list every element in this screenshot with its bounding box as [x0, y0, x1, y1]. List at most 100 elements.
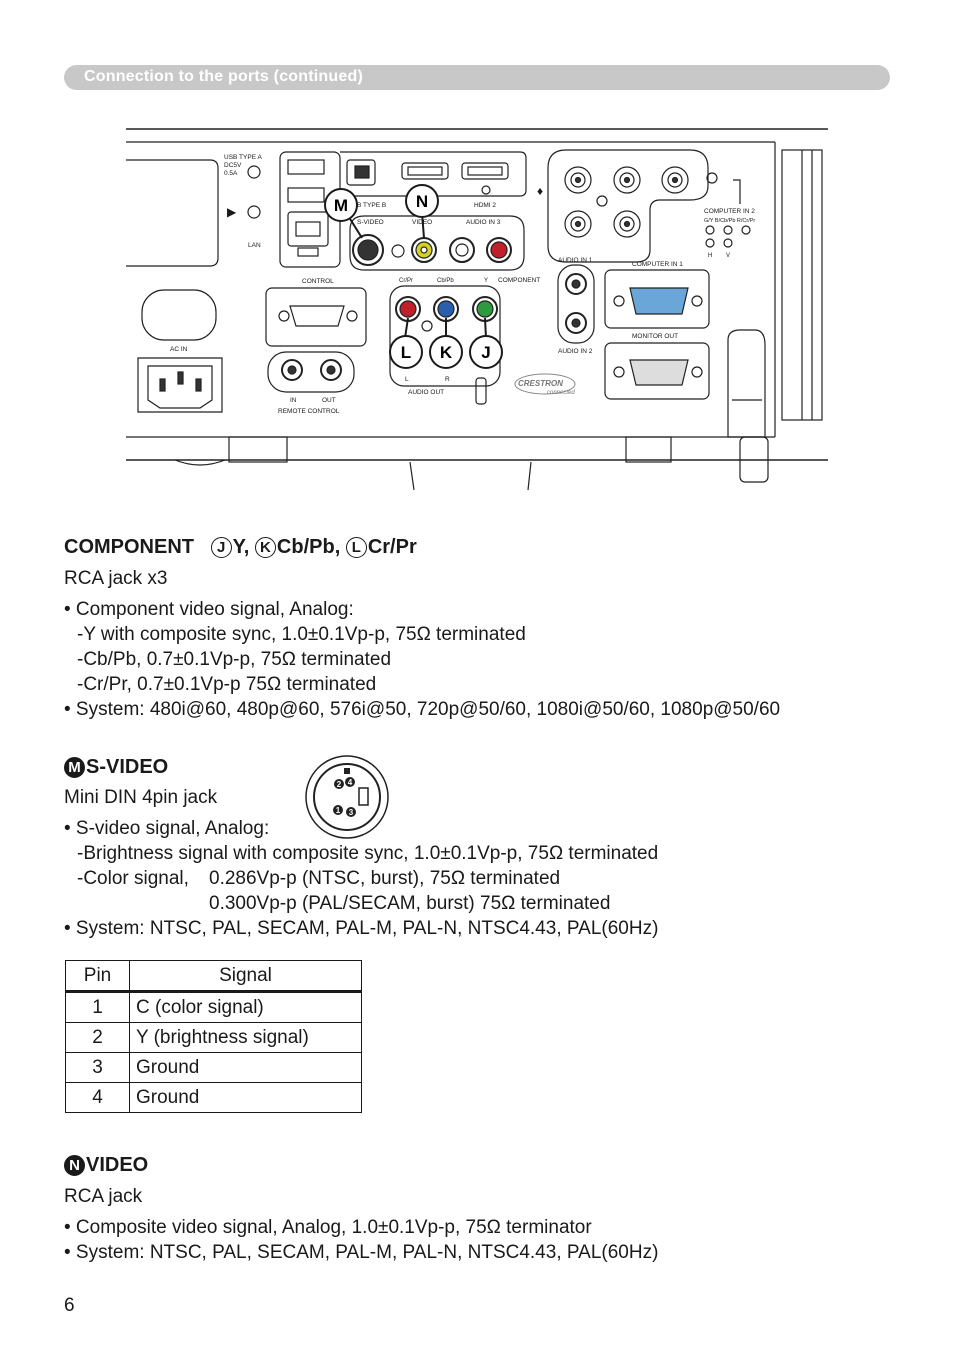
table-cell-pin: 1 [65, 991, 130, 1023]
component-jack-type: RCA jack x3 [64, 568, 168, 589]
y-jack [476, 300, 494, 318]
usb-a-power-label: DC5V [224, 162, 242, 169]
y-label: Y [484, 278, 488, 284]
table-cell-signal: Ground [129, 1082, 362, 1113]
m-letter-badge: M [64, 757, 85, 778]
j-text: Y, [232, 536, 250, 558]
n-letter-badge: N [64, 1155, 85, 1176]
audio-out-r-label: R [445, 376, 450, 383]
audio-in2-label: AUDIO IN 2 [558, 348, 593, 355]
table-row: 1 C (color signal) [65, 991, 362, 1023]
component-line: • System: 480i@60, 480p@60, 576i@50, 720… [64, 699, 781, 720]
table-cell-pin: 3 [65, 1052, 130, 1083]
svideo-title: S-VIDEO [86, 756, 169, 778]
svg-text:N: N [416, 192, 428, 211]
svg-text:CRESTRON: CRESTRON [518, 379, 563, 388]
svg-text:J: J [481, 343, 490, 362]
video-jack-type: RCA jack [64, 1186, 143, 1207]
pin-4-label: 4 [348, 778, 353, 787]
table-row: 4 Ground [65, 1082, 362, 1113]
page-number: 6 [64, 1295, 75, 1316]
section-header-title: Connection to the ports (continued) [84, 68, 363, 85]
audio-out-label: AUDIO OUT [408, 389, 444, 396]
table-cell-pin: 2 [65, 1022, 130, 1053]
svg-text:K: K [440, 343, 453, 362]
table-header-row: Pin Signal [65, 960, 362, 993]
ac-in-label: AC IN [170, 346, 188, 353]
pin-3-label: 3 [349, 808, 354, 817]
play-arrow-icon: ▶ [227, 205, 237, 219]
usb-a-label: USB TYPE A [224, 154, 262, 161]
rear-panel-diagram: USB TYPE A DC5V 0.5A ▶ LAN USB TYPE B HD… [126, 128, 828, 491]
v-label: V [726, 253, 730, 259]
table-header-pin: Pin [65, 960, 130, 993]
component-line: -Y with composite sync, 1.0±0.1Vp-p, 75Ω… [77, 624, 526, 645]
svg-text:connected: connected [547, 390, 575, 396]
remote-control-label: REMOTE CONTROL [278, 408, 340, 415]
cr-pr-jack [399, 300, 417, 318]
cb-pb-label: Cb/Pb [437, 278, 454, 284]
j-letter-badge: J [210, 537, 232, 558]
mini-din-pin-diagram: 1 2 3 4 [305, 755, 389, 839]
usb-a-current-label: 0.5A [224, 170, 238, 177]
component-line: -Cb/Pb, 0.7±0.1Vp-p, 75Ω terminated [77, 649, 392, 670]
lan-label: LAN [248, 242, 261, 249]
svideo-line: -Brightness signal with composite sync, … [77, 843, 659, 864]
k-text: Cb/Pb, [276, 536, 341, 558]
marker-k: K [429, 335, 463, 369]
svideo-line: 0.300Vp-p (PAL/SECAM, burst) 75Ω termina… [209, 893, 611, 914]
usb-b-label: USB TYPE B [348, 202, 386, 209]
video-line: • Composite video signal, Analog, 1.0±0.… [64, 1217, 592, 1238]
component-line: -Cr/Pr, 0.7±0.1Vp-p 75Ω terminated [77, 674, 377, 695]
audio-r-jack [490, 241, 508, 259]
l-letter-badge: L [345, 537, 367, 558]
hdmi2-label: HDMI 2 [474, 202, 496, 209]
svideo-pin-table: Pin Signal 1 C (color signal) 2 Y (brigh… [65, 960, 362, 1113]
table-row: 3 Ground [65, 1052, 362, 1083]
remote-out-label: OUT [322, 397, 336, 404]
k-letter-badge: K [254, 537, 276, 558]
diamond-icon: ♦ [537, 184, 543, 198]
audio-in1-label: AUDIO IN 1 [558, 257, 593, 264]
marker-j: J [469, 335, 503, 369]
h-label: H [708, 253, 712, 259]
computer-in2-sub-label: G/Y B/Cb/Pb R/Cr/Pr [704, 218, 755, 224]
monitor-out-label: MONITOR OUT [632, 333, 678, 340]
component-line: • Component video signal, Analog: [64, 599, 354, 620]
svideo-line: -Color signal, [77, 868, 189, 889]
cb-pb-jack [437, 300, 455, 318]
audio-out-l-label: L [405, 376, 409, 383]
svideo-jack-type: Mini DIN 4pin jack [64, 787, 218, 808]
table-cell-pin: 4 [65, 1082, 130, 1113]
section-header-bar: Connection to the ports (continued) [64, 65, 890, 90]
table-cell-signal: Ground [129, 1052, 362, 1083]
control-label: CONTROL [302, 278, 334, 285]
video-line: • System: NTSC, PAL, SECAM, PAL-M, PAL-N… [64, 1242, 659, 1263]
remote-in-label: IN [290, 397, 297, 404]
component-heading-prefix: COMPONENT [64, 536, 194, 558]
s-video-label: S-VIDEO [357, 219, 384, 226]
marker-n: N [405, 184, 439, 218]
table-header-signal: Signal [129, 960, 362, 993]
table-cell-signal: Y (brightness signal) [129, 1022, 362, 1053]
pin-2-label: 2 [337, 780, 342, 789]
audio-in3-label: AUDIO IN 3 [466, 219, 501, 226]
table-cell-signal: C (color signal) [129, 991, 362, 1023]
component-label: COMPONENT [498, 277, 540, 284]
l-text: Cr/Pr [367, 536, 417, 558]
crestron-logo: CRESTRON connected [514, 373, 576, 396]
svideo-line: • System: NTSC, PAL, SECAM, PAL-M, PAL-N… [64, 918, 659, 939]
table-row: 2 Y (brightness signal) [65, 1022, 362, 1053]
svg-text:L: L [401, 343, 411, 362]
marker-m: M [324, 188, 358, 222]
svideo-line: 0.286Vp-p (NTSC, burst), 75Ω terminated [209, 868, 561, 889]
svideo-line: • S-video signal, Analog: [64, 818, 270, 839]
svg-text:M: M [334, 196, 348, 215]
cr-pr-label: Cr/Pr [399, 278, 413, 284]
computer-in2-label: COMPUTER IN 2 [704, 208, 755, 215]
pin-1-label: 1 [336, 806, 341, 815]
marker-l: L [389, 335, 423, 369]
